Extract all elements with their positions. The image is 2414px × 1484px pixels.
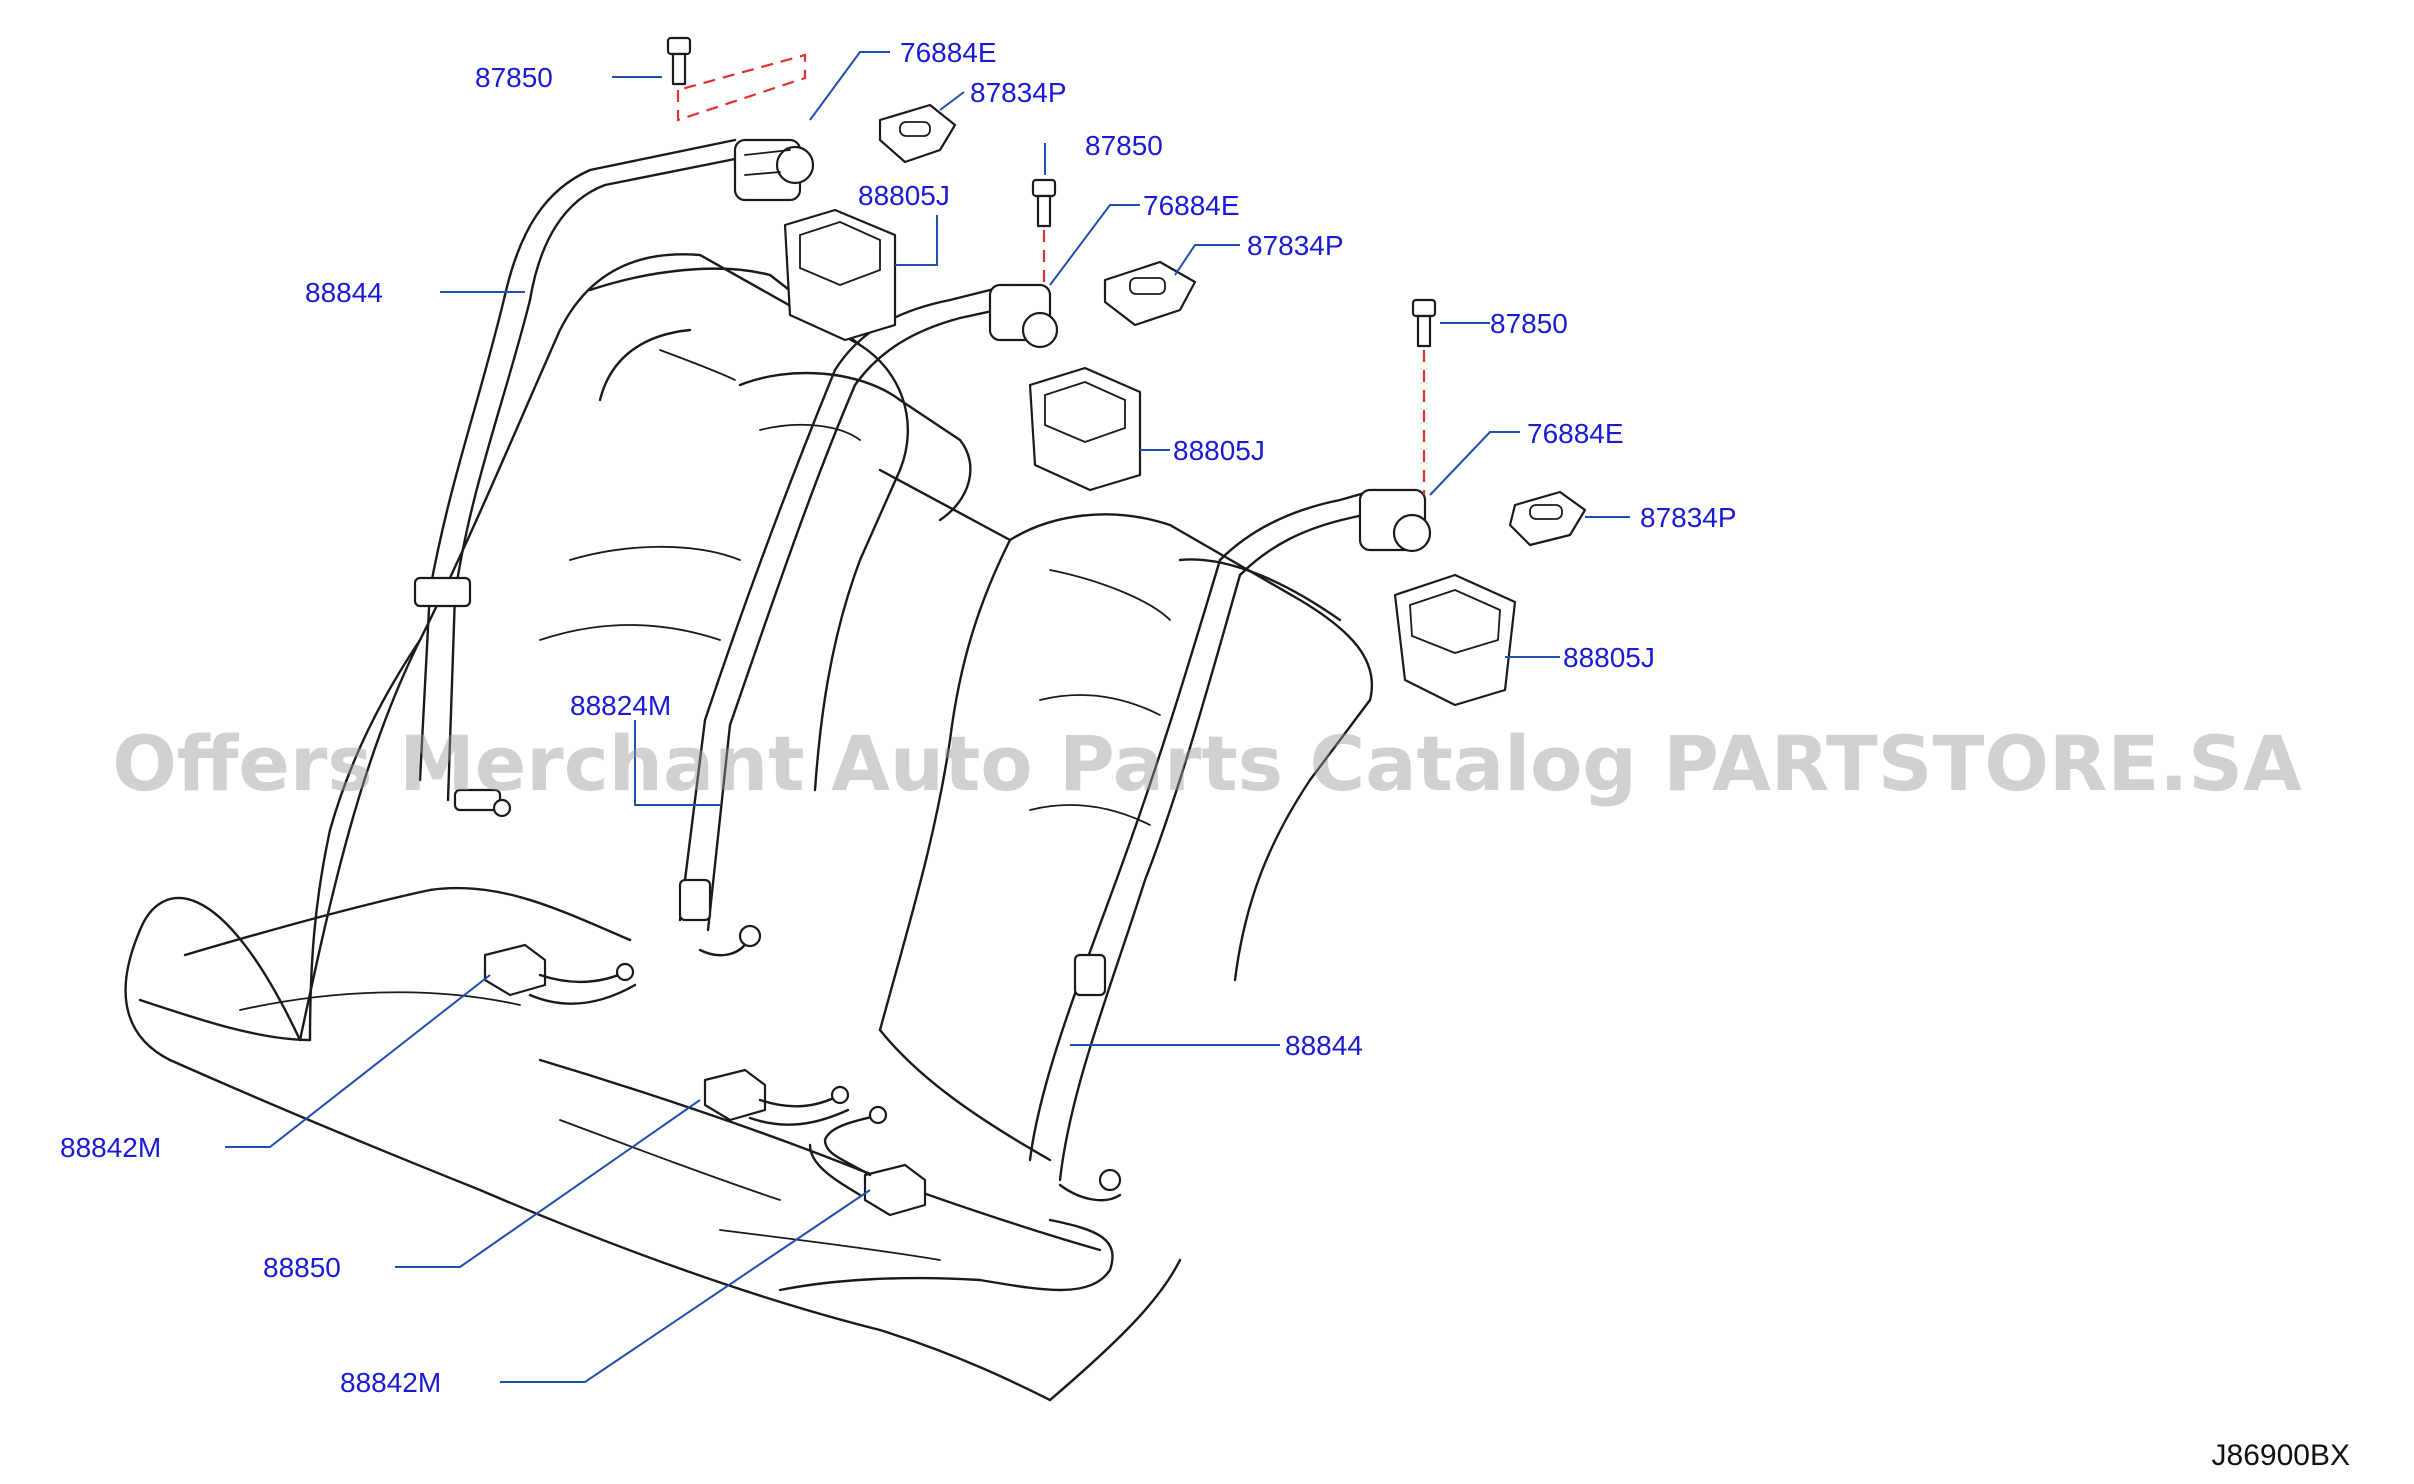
label-buckle-center[interactable]: 88850 [263, 1252, 341, 1283]
label-cover-3[interactable]: 87834P [1640, 502, 1737, 533]
label-anchor-3[interactable]: 76884E [1527, 418, 1624, 449]
leader-lines [225, 51, 1630, 1383]
cover-3 [1508, 490, 1587, 547]
retractor-1 [733, 138, 815, 202]
part-labels: 87850 76884E 87834P 88805J 88844 87850 7… [60, 37, 1737, 1398]
escutcheon-3 [1393, 573, 1517, 707]
label-escutcheon-3[interactable]: 88805J [1563, 642, 1655, 673]
escutcheon-2 [1028, 366, 1142, 492]
label-buckle-left[interactable]: 88842M [60, 1132, 161, 1163]
label-escutcheon-1[interactable]: 88805J [858, 180, 950, 211]
label-anchor-1[interactable]: 76884E [900, 37, 997, 68]
label-anchor-2[interactable]: 76884E [1143, 190, 1240, 221]
watermark-text: Offers Merchant Auto Parts Catalog PARTS… [112, 719, 2302, 808]
outer-right-belt-drawing [1028, 488, 1387, 1202]
label-buckle-right[interactable]: 88842M [340, 1367, 441, 1398]
bolt-3 [1411, 298, 1437, 348]
retractor-2 [988, 283, 1059, 349]
label-bolt-1[interactable]: 87850 [475, 62, 553, 93]
label-belt-outer-left[interactable]: 88844 [305, 277, 383, 308]
buckle-left [483, 943, 637, 1005]
buckle-right [808, 1105, 927, 1217]
bolt-1 [666, 36, 692, 86]
retractor-3 [1358, 488, 1432, 553]
escutcheon-1 [783, 208, 897, 342]
rear-seat-drawing [124, 253, 1373, 1402]
label-escutcheon-2[interactable]: 88805J [1173, 435, 1265, 466]
label-cover-2[interactable]: 87834P [1247, 230, 1344, 261]
label-belt-center[interactable]: 88824M [570, 690, 671, 721]
outer-left-belt-drawing [413, 138, 742, 818]
label-belt-outer-right[interactable]: 88844 [1285, 1030, 1363, 1061]
cover-2 [1103, 260, 1197, 327]
diagram-code: J86900BX [2212, 1439, 2350, 1472]
label-bolt-3[interactable]: 87850 [1490, 308, 1568, 339]
bolt-2 [1031, 178, 1057, 228]
label-cover-1[interactable]: 87834P [970, 77, 1067, 108]
cover-1 [878, 103, 957, 164]
center-belt-drawing [678, 283, 1022, 957]
buckle-center [703, 1068, 850, 1126]
label-bolt-2[interactable]: 87850 [1085, 130, 1163, 161]
